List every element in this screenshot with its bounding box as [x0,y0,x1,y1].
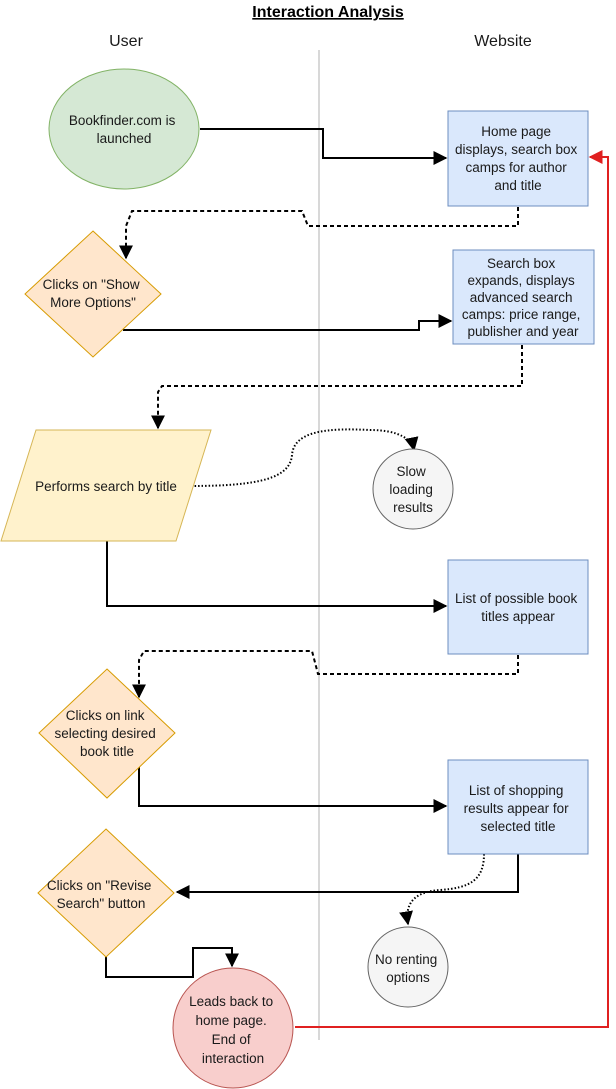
node-slow-loading: Slow loading results [372,448,454,530]
lane-header-website: Website [474,33,532,50]
node-end-interaction-label: Leads back to home page. End of interact… [189,994,277,1066]
node-possible-titles: List of possible book titles appear [447,559,589,655]
lane-header-user: User [109,33,143,50]
node-show-more-options-label: Clicks on "Show More Options" [43,277,144,310]
edge-link-to-shopping [138,766,448,813]
node-slow-loading-label: Slow loading results [389,464,436,515]
edge-shopping-to-revise [175,854,519,899]
node-end-interaction: Leads back to home page. End of interact… [172,967,294,1089]
node-revise-search: Clicks on "Revise Search" button [37,828,175,958]
node-performs-search: Performs search by title [0,429,212,542]
edge-launch-to-home [200,128,448,165]
node-launch-label: Bookfinder.com is launched [69,113,179,146]
node-click-link-label: Clicks on link selecting desired book ti… [54,708,159,759]
edge-show-more-to-expand [123,314,453,331]
edge-expand-to-search [151,345,523,430]
node-shopping-results-label: List of shopping results appear for sele… [464,783,573,834]
edge-shopping-to-no-renting [399,853,485,926]
node-show-more-options: Clicks on "Show More Options" [24,230,162,358]
node-possible-titles-label: List of possible book titles appear [455,591,581,624]
node-revise-search-label: Clicks on "Revise Search" button [47,878,155,911]
edge-search-to-titles [106,541,448,613]
node-click-link: Clicks on link selecting desired book ti… [38,668,176,799]
edge-home-to-show-more [119,207,519,260]
edge-search-to-slow [190,428,419,487]
node-search-expands-label: Search box expands, displays advanced se… [462,256,584,339]
edge-revise-to-end [105,947,239,978]
node-no-renting-label: No renting options [375,952,441,985]
node-performs-search-label: Performs search by title [35,479,177,494]
node-home-page-label: Home page displays, search box camps for… [455,124,581,193]
edge-end-back-to-home [295,150,609,1028]
node-launch: Bookfinder.com is launched [48,68,200,190]
node-shopping-results: List of shopping results appear for sele… [447,759,589,855]
node-no-renting: No renting options [367,926,449,1008]
edge-titles-to-link [132,650,519,699]
node-home-page: Home page displays, search box camps for… [447,110,589,207]
node-search-expands: Search box expands, displays advanced se… [452,249,595,345]
diagram-title: Interaction Analysis [252,4,404,21]
